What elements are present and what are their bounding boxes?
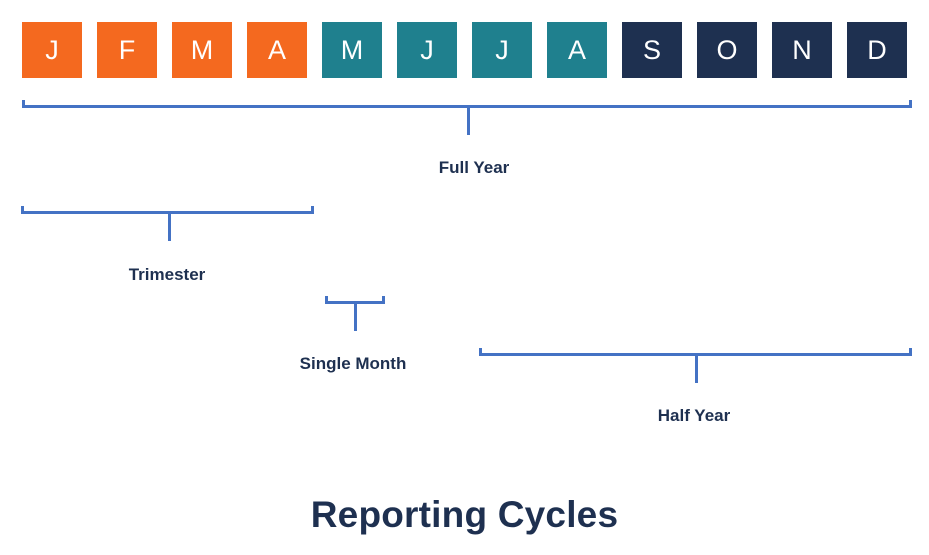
month-box-july[interactable]: J (472, 22, 532, 78)
bracket-single-month (325, 296, 385, 331)
month-letter: O (716, 34, 738, 65)
month-box-september[interactable]: S (622, 22, 682, 78)
cycle-label-trimester: Trimester (128, 265, 206, 284)
bracket-cap-right (382, 296, 385, 304)
month-letter: N (792, 34, 812, 65)
month-box-october[interactable]: O (697, 22, 757, 78)
cycle-label-half-year: Half Year (657, 406, 731, 425)
month-letter: A (267, 34, 286, 65)
bracket-stem (354, 304, 357, 331)
month-letter: D (867, 34, 887, 65)
month-box-february[interactable]: F (97, 22, 157, 78)
bracket-cap-right (909, 100, 912, 108)
month-letter: S (642, 34, 661, 65)
bracket-bar (479, 353, 912, 356)
month-box-january[interactable]: J (22, 22, 82, 78)
month-letter: M (340, 34, 364, 65)
month-box-august[interactable]: A (547, 22, 607, 78)
bracket-cap-right (909, 348, 912, 356)
month-box-november[interactable]: N (772, 22, 832, 78)
cycle-label-single-month: Single Month (299, 354, 407, 373)
month-letter: A (567, 34, 586, 65)
month-letter: J (45, 34, 59, 65)
month-letter: F (118, 34, 136, 65)
month-box-may[interactable]: M (322, 22, 382, 78)
bracket-bar (21, 211, 314, 214)
bracket-half-year (479, 348, 912, 383)
bracket-stem (467, 108, 470, 135)
bracket-trimester (21, 206, 314, 241)
bracket-cap-left (479, 348, 482, 356)
bracket-stem (168, 214, 171, 241)
month-letter: J (495, 34, 509, 65)
bracket-full-year (22, 100, 912, 135)
bracket-bar (325, 301, 385, 304)
bracket-cap-left (325, 296, 328, 304)
bracket-bar (22, 105, 912, 108)
diagram-title: Reporting Cycles (310, 494, 619, 535)
month-box-june[interactable]: J (397, 22, 457, 78)
month-box-march[interactable]: M (172, 22, 232, 78)
bracket-stem (695, 356, 698, 383)
bracket-cap-left (21, 206, 24, 214)
month-letter: J (420, 34, 434, 65)
bracket-cap-right (311, 206, 314, 214)
bracket-cap-left (22, 100, 25, 108)
month-box-april[interactable]: A (247, 22, 307, 78)
month-box-december[interactable]: D (847, 22, 907, 78)
month-letter: M (190, 34, 214, 65)
cycle-label-full-year: Full Year (438, 158, 510, 177)
